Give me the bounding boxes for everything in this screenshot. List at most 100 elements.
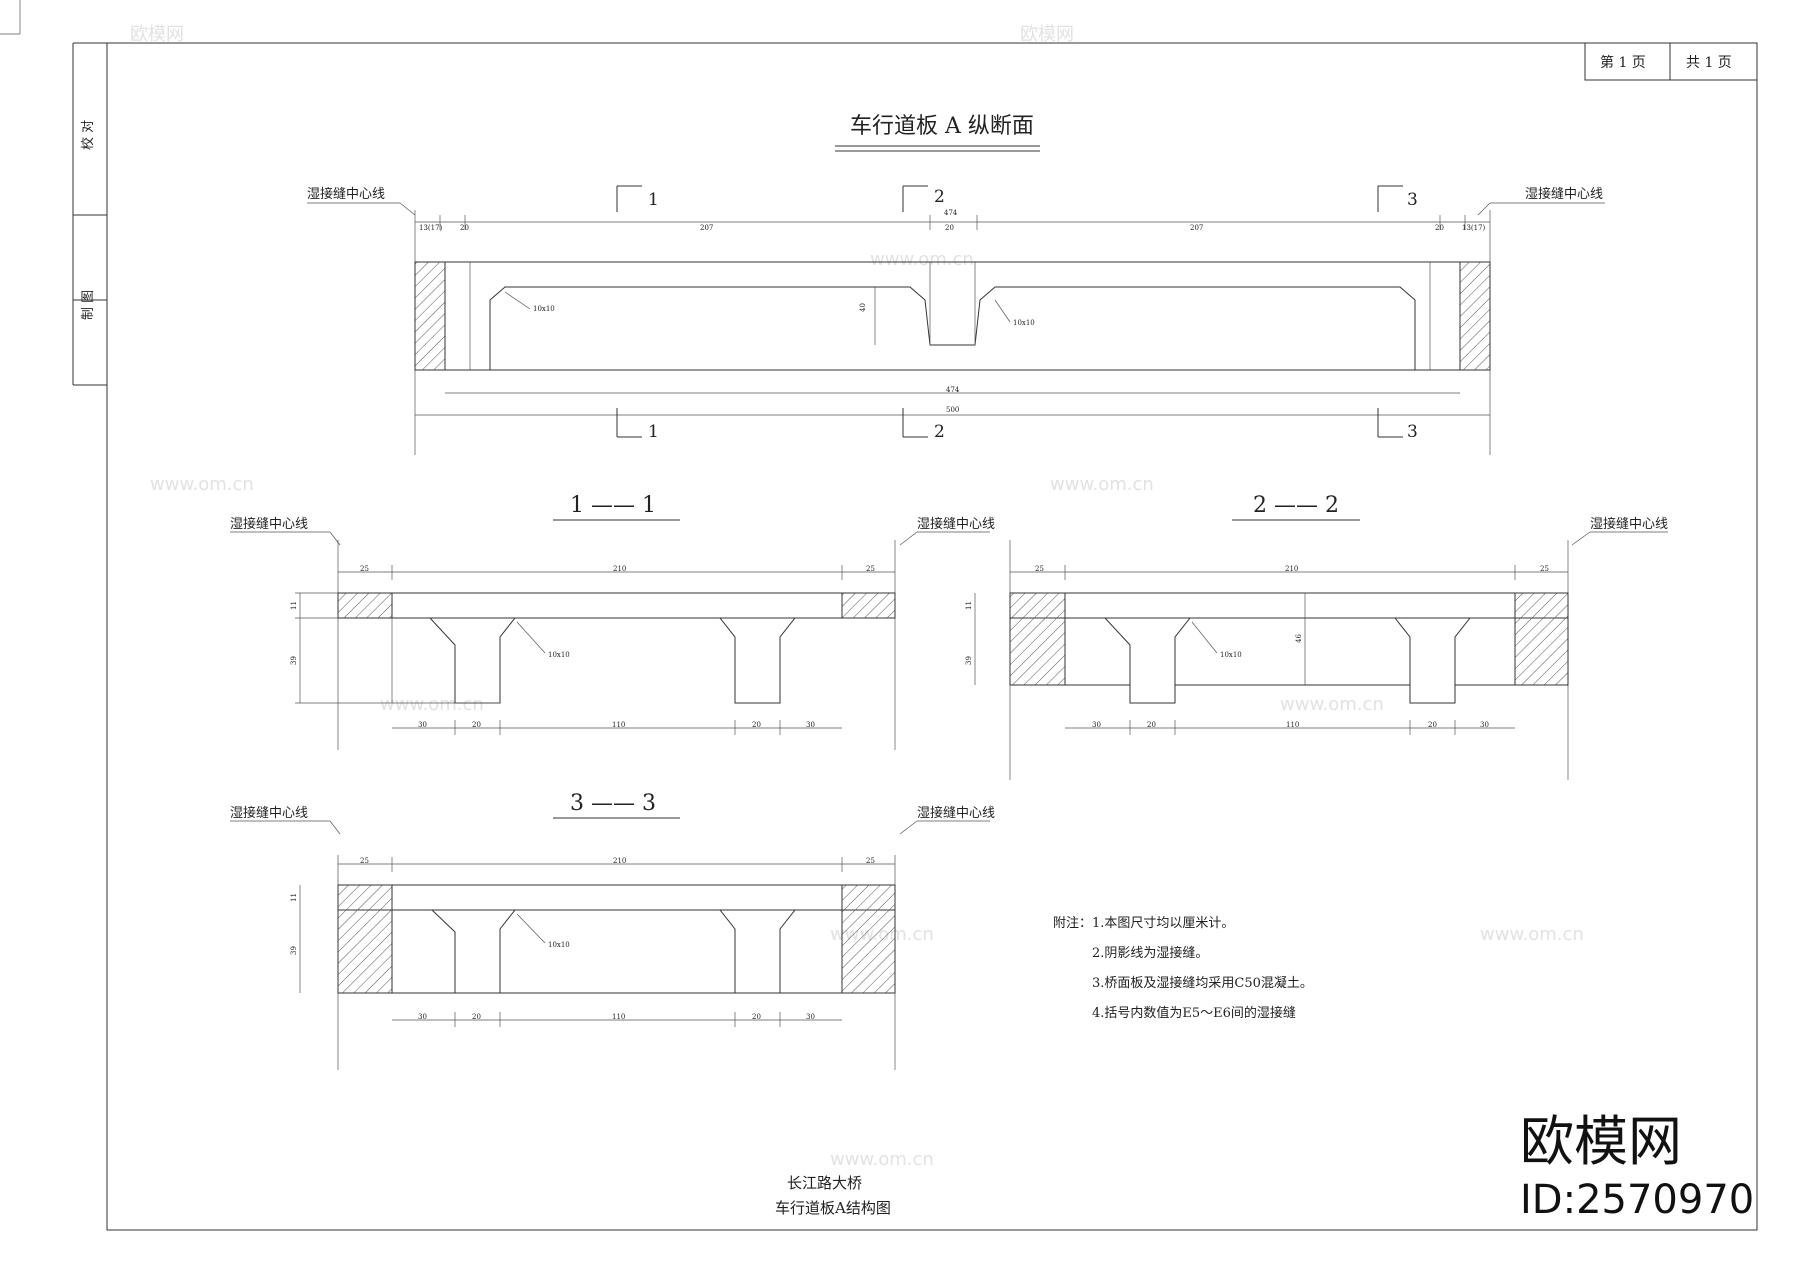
svg-text:13(17): 13(17) xyxy=(1462,224,1486,232)
joint-label: 湿接缝中心线 xyxy=(1525,186,1603,202)
svg-text:2: 2 xyxy=(934,187,945,207)
project-name: 长江路大桥 xyxy=(787,1174,862,1192)
svg-text:30: 30 xyxy=(418,721,427,729)
watermark-site: www.om.cn xyxy=(1480,924,1584,945)
note-4: 4.括号内数值为E5～E6间的湿接缝 xyxy=(1092,1005,1296,1021)
wet-joint-hatch xyxy=(841,884,896,994)
svg-text:110: 110 xyxy=(612,1013,625,1021)
joint-label: 湿接缝中心线 xyxy=(230,805,308,821)
wet-joint-hatch xyxy=(337,592,393,619)
svg-text:25: 25 xyxy=(1540,565,1549,573)
note-1: 附注：1.本图尺寸均以厘米计。 xyxy=(1053,916,1234,931)
svg-text:20: 20 xyxy=(1435,224,1444,232)
svg-text:474: 474 xyxy=(946,386,960,394)
watermark-site: www.om.cn xyxy=(150,474,254,495)
watermark-site: www.om.cn xyxy=(1280,694,1384,715)
note-2: 2.阴影线为湿接缝。 xyxy=(1092,945,1208,961)
joint-label: 湿接缝中心线 xyxy=(917,516,995,532)
main-title: 车行道板 A 纵断面 xyxy=(850,114,1034,139)
svg-text:500: 500 xyxy=(946,406,959,414)
joint-label: 湿接缝中心线 xyxy=(1590,516,1668,532)
svg-text:39: 39 xyxy=(290,656,298,665)
svg-text:20: 20 xyxy=(752,1013,761,1021)
svg-text:25: 25 xyxy=(866,857,875,865)
section-marker-3-bottom: 3 xyxy=(1377,408,1418,442)
svg-text:210: 210 xyxy=(1285,565,1298,573)
svg-text:210: 210 xyxy=(613,857,626,865)
svg-text:1: 1 xyxy=(648,190,659,210)
svg-text:11: 11 xyxy=(290,893,298,902)
svg-text:30: 30 xyxy=(806,1013,815,1021)
review-label: 校 对 xyxy=(80,120,96,150)
notes: 附注：1.本图尺寸均以厘米计。 2.阴影线为湿接缝。 3.桥面板及湿接缝均采用C… xyxy=(1053,916,1313,1021)
svg-text:11: 11 xyxy=(965,601,973,610)
svg-text:110: 110 xyxy=(1286,721,1299,729)
watermark-brand: 欧模网 xyxy=(1020,24,1074,45)
svg-text:10x10: 10x10 xyxy=(533,305,555,313)
page-box: 第 1 页 共 1 页 xyxy=(1584,42,1758,81)
page-label: 第 1 页 xyxy=(1600,54,1646,71)
section-marker-3-top: 3 xyxy=(1377,185,1418,212)
svg-text:30: 30 xyxy=(418,1013,427,1021)
total-label: 共 1 页 xyxy=(1686,55,1732,71)
watermark-brand: 欧模网 xyxy=(130,24,184,45)
svg-text:110: 110 xyxy=(612,721,625,729)
wet-joint-hatch xyxy=(337,884,393,994)
brand-stamp: 欧模网 ID:2570970 xyxy=(1520,1110,1754,1223)
svg-text:2: 2 xyxy=(934,422,945,442)
wet-joint-hatch xyxy=(1459,261,1491,371)
svg-text:46: 46 xyxy=(1295,634,1303,643)
drawing-frame xyxy=(106,42,1758,1231)
svg-text:11: 11 xyxy=(290,601,298,610)
svg-text:3: 3 xyxy=(1407,422,1418,442)
section-2-2: 2 —— 2 湿接缝中心线 25 210 25 10x10 46 11 39 3… xyxy=(965,493,1668,780)
watermark-site: www.om.cn xyxy=(830,1149,934,1170)
svg-text:30: 30 xyxy=(806,721,815,729)
svg-text:20: 20 xyxy=(945,224,954,232)
wet-joint-hatch xyxy=(1009,592,1066,686)
svg-text:39: 39 xyxy=(290,946,298,955)
watermark-site: www.om.cn xyxy=(380,694,484,715)
svg-text:30: 30 xyxy=(1092,721,1101,729)
joint-label: 湿接缝中心线 xyxy=(230,516,308,532)
svg-text:10x10: 10x10 xyxy=(1013,319,1035,327)
svg-text:10x10: 10x10 xyxy=(1220,651,1242,659)
svg-text:20: 20 xyxy=(752,721,761,729)
longitudinal-section: 湿接缝中心线 湿接缝中心线 1 2 3 13(17) 20 207 xyxy=(307,185,1605,455)
svg-text:25: 25 xyxy=(866,565,875,573)
svg-text:20: 20 xyxy=(472,1013,481,1021)
svg-text:207: 207 xyxy=(1190,224,1203,232)
section-1-1: 1 —— 1 湿接缝中心线 湿接缝中心线 25 210 25 10x10 11 … xyxy=(230,493,995,750)
svg-text:20: 20 xyxy=(460,224,469,232)
section-marker-2-top: 2 xyxy=(902,185,945,212)
section-3-3-title: 3 —— 3 xyxy=(570,791,656,816)
section-marker-1-top: 1 xyxy=(616,185,659,212)
svg-text:207: 207 xyxy=(700,224,713,232)
svg-text:39: 39 xyxy=(965,656,973,665)
svg-text:20: 20 xyxy=(1147,721,1156,729)
watermark-site: www.om.cn xyxy=(1050,474,1154,495)
svg-text:13(17): 13(17) xyxy=(419,224,443,232)
svg-text:25: 25 xyxy=(360,565,369,573)
section-marker-1-bottom: 1 xyxy=(616,408,659,442)
brand-logo-text: 欧模网 xyxy=(1520,1110,1682,1173)
svg-text:25: 25 xyxy=(1035,565,1044,573)
svg-text:210: 210 xyxy=(613,565,626,573)
note-3: 3.桥面板及湿接缝均采用C50混凝土。 xyxy=(1092,975,1313,991)
section-2-2-title: 2 —— 2 xyxy=(1253,493,1339,518)
svg-text:3: 3 xyxy=(1407,190,1418,210)
svg-text:10x10: 10x10 xyxy=(548,941,570,949)
drawing-name: 车行道板A结构图 xyxy=(775,1199,891,1217)
section-1-1-title: 1 —— 1 xyxy=(570,493,656,518)
svg-text:20: 20 xyxy=(472,721,481,729)
svg-text:25: 25 xyxy=(360,857,369,865)
svg-text:30: 30 xyxy=(1480,721,1489,729)
svg-text:10x10: 10x10 xyxy=(548,651,570,659)
watermark-site: www.om.cn xyxy=(870,249,974,270)
wet-joint-hatch xyxy=(1514,592,1569,686)
svg-text:474: 474 xyxy=(944,209,958,217)
wet-joint-hatch xyxy=(414,261,446,371)
sidebar-strip: 校 对 制 图 xyxy=(72,42,107,386)
section-3-3: 3 —— 3 湿接缝中心线 湿接缝中心线 25 210 25 10x10 11 … xyxy=(230,791,995,1070)
